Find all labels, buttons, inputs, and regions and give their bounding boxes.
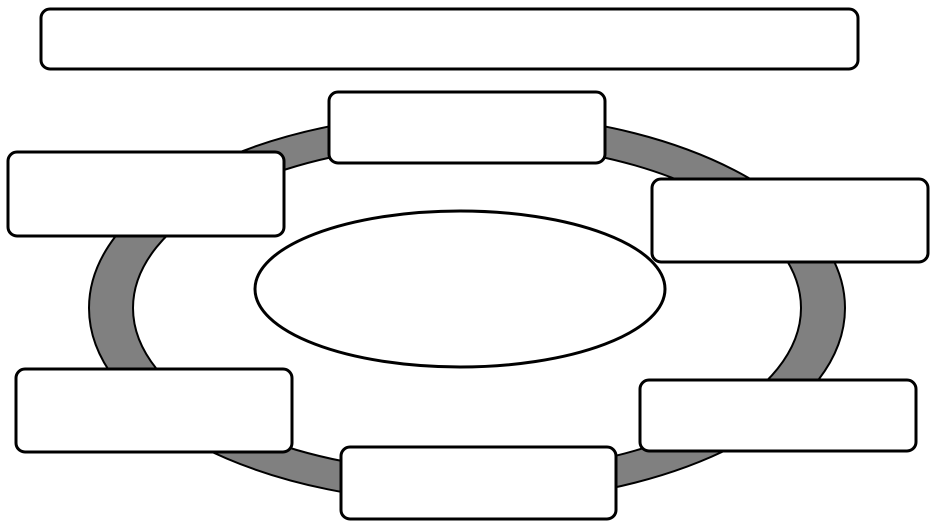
step-box-right-lower <box>638 378 918 453</box>
title-box <box>39 7 860 71</box>
step-box-right-upper <box>650 177 930 264</box>
step-box-top <box>327 90 607 165</box>
center-ellipse <box>253 209 667 369</box>
step-box-bottom <box>339 445 618 521</box>
step-box-left-upper <box>6 150 286 238</box>
step-box-left-lower <box>14 367 294 454</box>
